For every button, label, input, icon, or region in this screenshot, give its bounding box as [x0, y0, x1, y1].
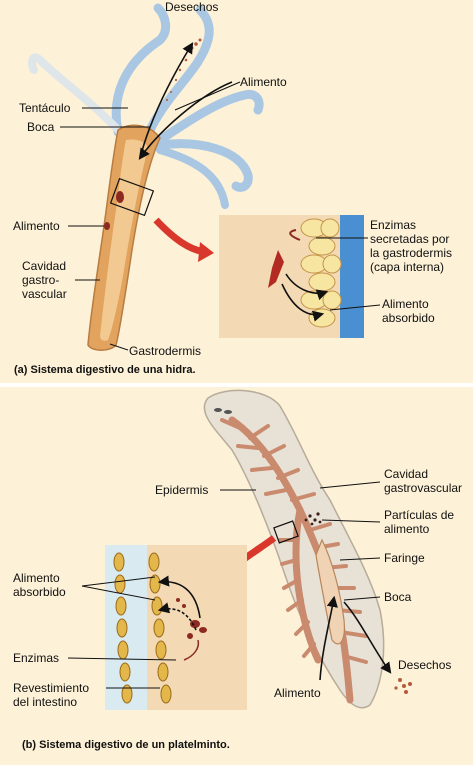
planaria-leader-lines: [67, 481, 381, 689]
label-epidermis: Epidermis: [155, 483, 209, 497]
caption-b: (b) Sistema digestivo de un platelminto.: [22, 739, 230, 751]
food-chunks: [176, 598, 207, 639]
label-desechos: Desechos: [165, 0, 219, 14]
label-enzimas-b: Enzimas: [13, 651, 60, 665]
absorption-arrow: [281, 283, 325, 322]
hydra-gastrovascular-cavity: [100, 139, 148, 341]
label-revestimiento: Revestimiento del intestino: [13, 681, 90, 709]
planaria-eyespot: [224, 410, 232, 414]
hydra-inset: [219, 215, 364, 338]
label-alimento-top: Alimento: [240, 75, 287, 89]
hydra-tentacle: [155, 139, 253, 192]
enzyme-secretion: [183, 639, 200, 661]
absorption-arrow: [157, 575, 201, 619]
absorption-arrow: [285, 273, 329, 301]
label-enzimas-secretadas: Enzimas secretadas por la gastrodermis (…: [370, 218, 453, 274]
label-alimento-b: Alimento: [274, 686, 321, 700]
label-gastrodermis: Gastrodermis: [129, 344, 202, 358]
food-particle: [116, 191, 124, 203]
waste-particles: [394, 678, 412, 694]
food-particle: [104, 222, 110, 230]
food-particles: [304, 512, 322, 526]
intestinal-lining: [113, 552, 172, 704]
food-chunk: [268, 250, 284, 288]
caption-a: (a) Sistema digestivo de una hidra.: [14, 364, 196, 376]
label-alimento-absorbido-b: Alimento absorbido: [13, 571, 66, 599]
planaria-illustration: [203, 389, 412, 709]
label-desechos-b: Desechos: [398, 658, 452, 672]
gut-branches: [220, 418, 368, 664]
hydra-leader-lines: [60, 81, 381, 351]
hydra-tentacle: [156, 146, 229, 209]
hydra-tentacle: [28, 53, 124, 136]
hydra-illustration: [28, 3, 264, 351]
zoom-arrow: [153, 217, 206, 256]
label-faringe: Faringe: [384, 551, 425, 565]
label-particulas: Partículas de alimento: [384, 508, 455, 536]
planaria-eyespot: [214, 408, 222, 412]
epidermis-layer: [340, 215, 364, 338]
planaria-inset: [105, 545, 247, 710]
enzyme-secretion: [289, 229, 301, 241]
waste-arrow: [139, 42, 194, 159]
panel-divider: [0, 383, 473, 387]
zoom-arrow-head: [198, 242, 214, 262]
label-boca-b: Boca: [384, 590, 412, 604]
pharynx: [315, 538, 345, 645]
label-cavidad-gastrovascular: Cavidad gastro- vascular: [22, 259, 67, 301]
absorption-arrow: [157, 602, 197, 631]
food-arrow: [138, 81, 233, 160]
label-cavidad-gastrovascular-b: Cavidad gastrovascular: [384, 467, 463, 495]
label-boca: Boca: [27, 120, 55, 134]
waste-arrow: [343, 601, 392, 674]
zoom-box: [273, 520, 299, 544]
zoom-box: [109, 177, 155, 217]
hydra-tentacle: [111, 3, 171, 137]
label-alimento-left: Alimento: [13, 219, 60, 233]
hydra-tentacle: [155, 89, 264, 145]
label-tentaculo: Tentáculo: [19, 101, 71, 115]
hydra-tentacle: [145, 5, 214, 135]
gastrodermis-cells: [300, 218, 342, 328]
label-alimento-absorbido: Alimento absorbido: [382, 297, 435, 325]
food-arrow: [319, 595, 338, 681]
